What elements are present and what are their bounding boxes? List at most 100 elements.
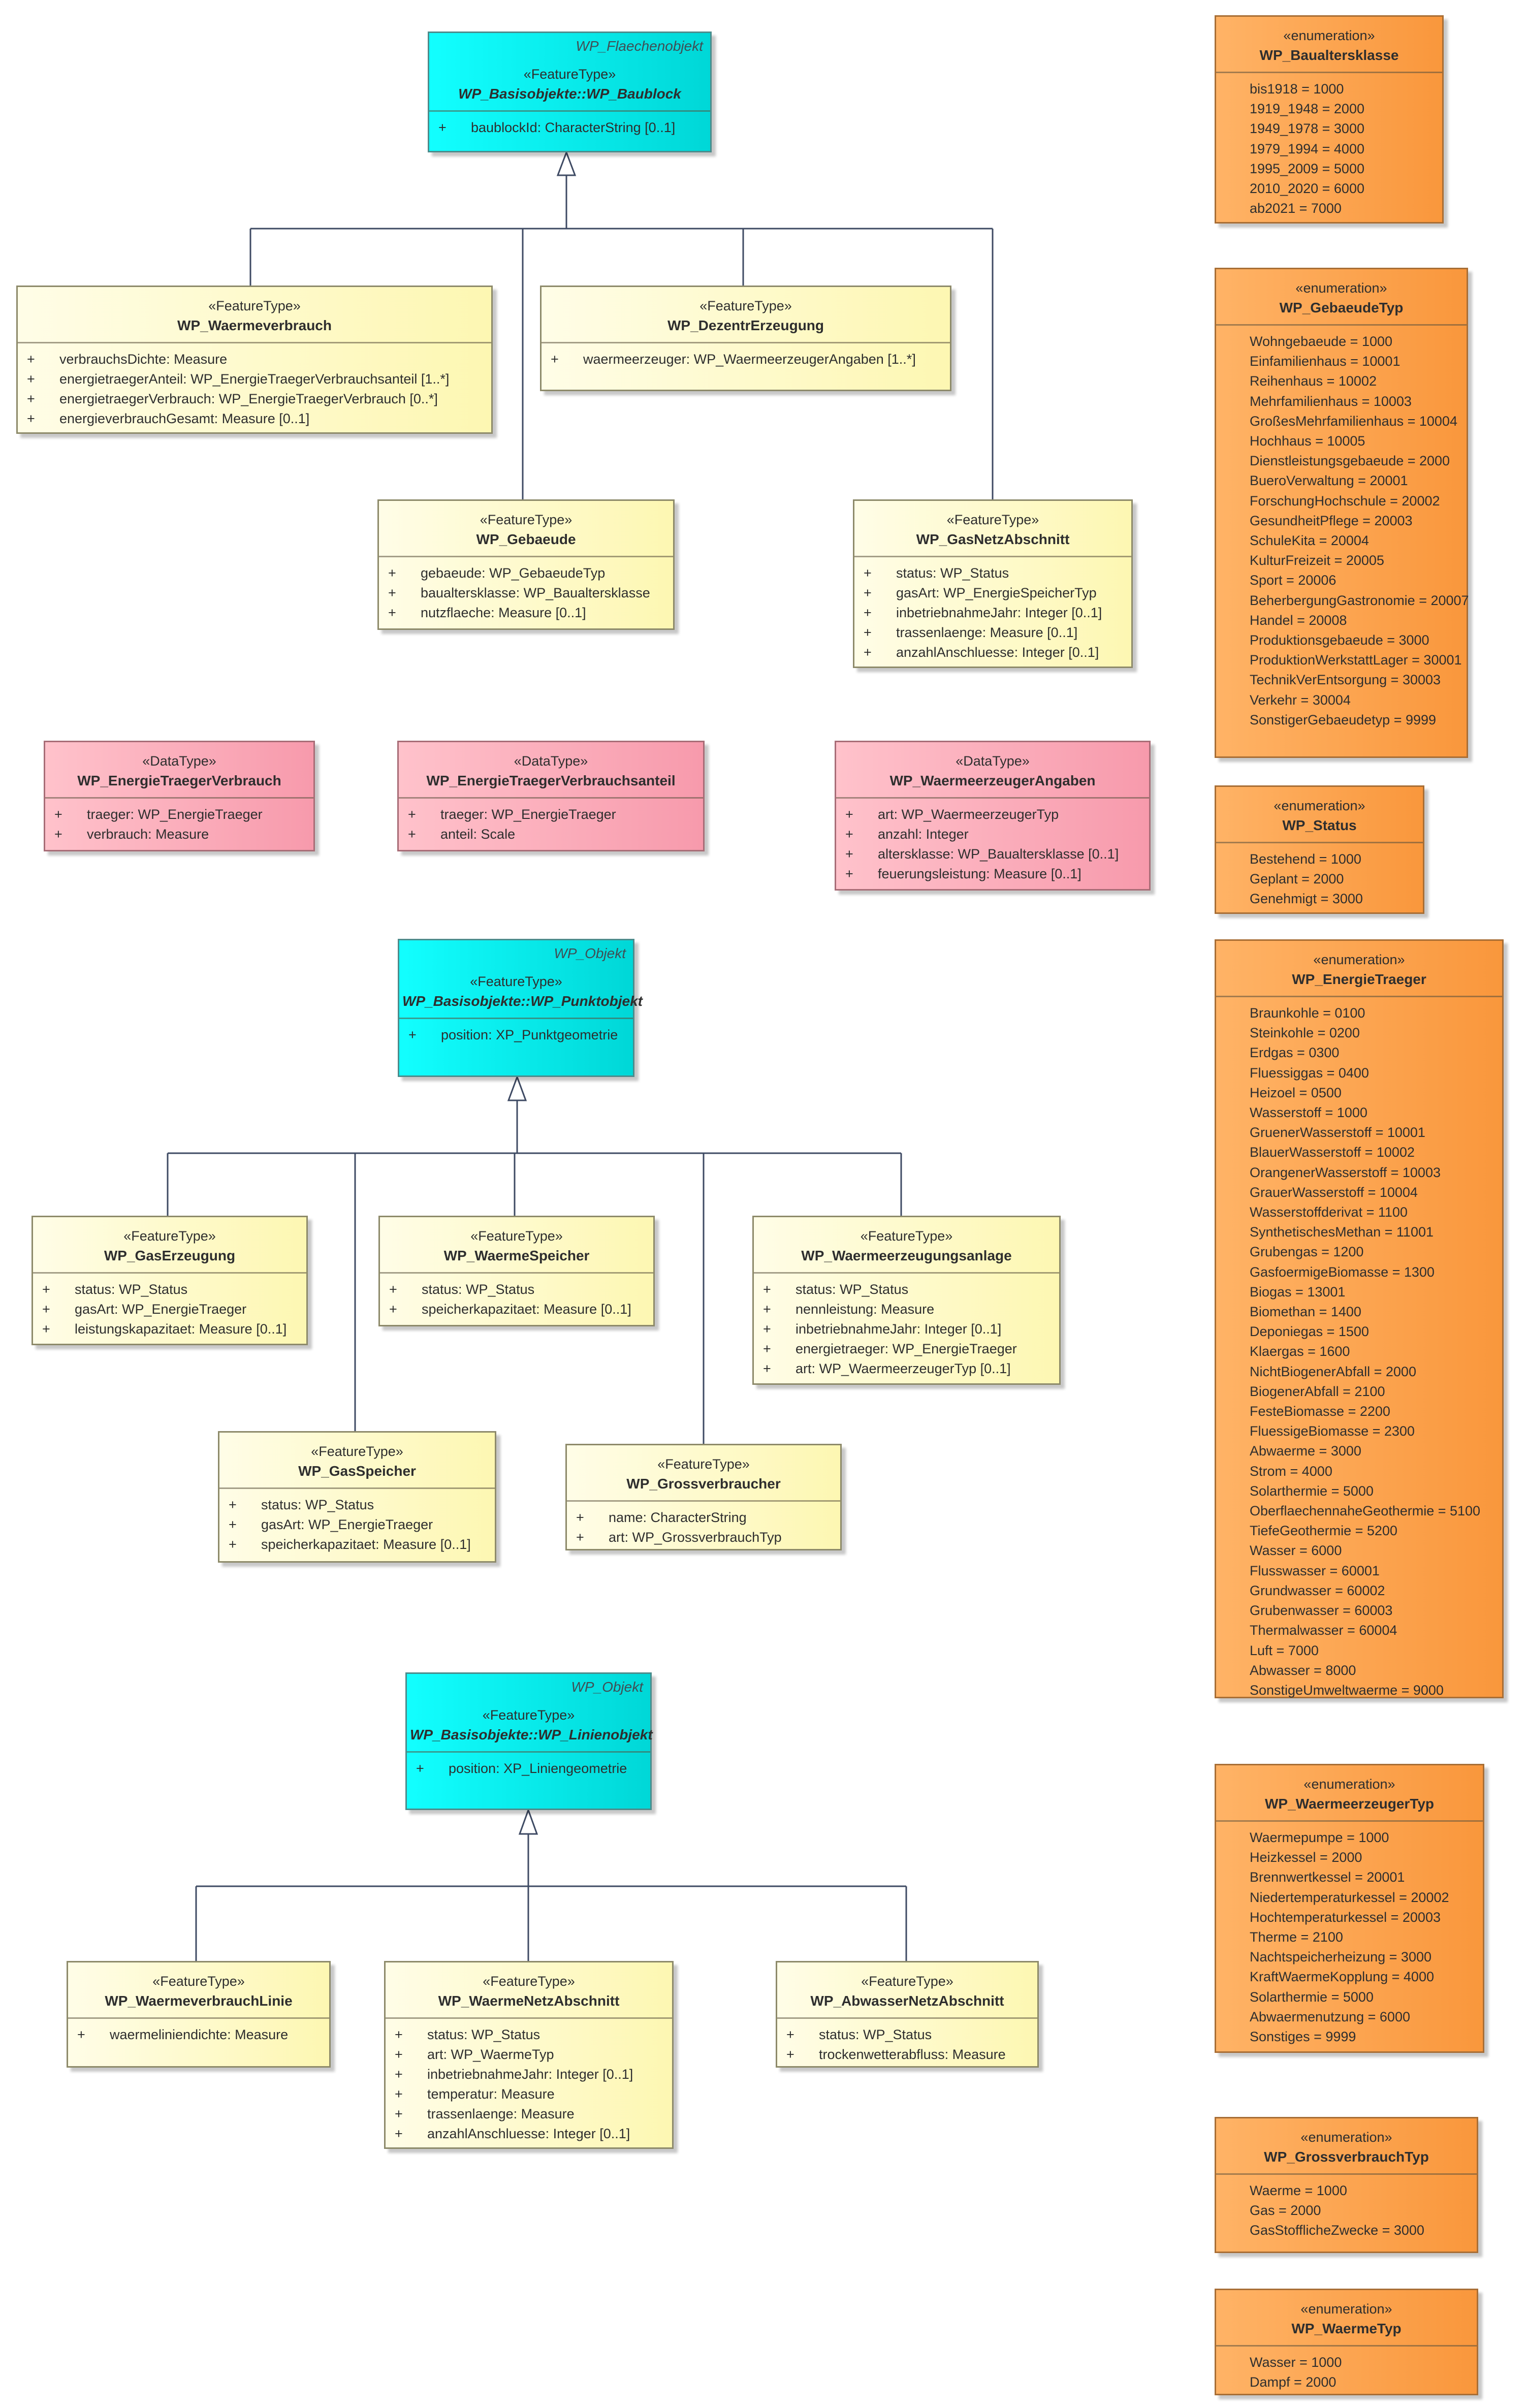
class-wp-waermenetzabschnitt[interactable]: «FeatureType» WP_WaermeNetzAbschnitt +st… — [384, 1961, 674, 2149]
class-name: WP_WaermeerzeugerAngaben — [889, 773, 1096, 788]
enum-literal: BlauerWasserstoff = 10002 — [1250, 1145, 1415, 1160]
enum-wp-baualtersklasse[interactable]: «enumeration» WP_Baualtersklasse bis1918… — [1215, 15, 1444, 224]
class-wp-baublock[interactable]: WP_Flaechenobjekt «FeatureType» WP_Basis… — [428, 31, 712, 152]
stereotype-label: «FeatureType» — [152, 1974, 245, 1989]
enum-literal: Luft = 7000 — [1250, 1642, 1319, 1658]
enum-literal: Braunkohle = 0100 — [1250, 1005, 1365, 1021]
enum-literal: Wasserstoffderivat = 1100 — [1250, 1205, 1408, 1220]
enum-literal: Abwaermenutzung = 6000 — [1250, 2009, 1410, 2024]
class-wp-punktobjekt[interactable]: WP_Objekt «FeatureType» WP_Basisobjekte:… — [398, 939, 643, 1077]
class-wp-abwassernetzabschnitt[interactable]: «FeatureType» WP_AbwasserNetzAbschnitt +… — [776, 1961, 1039, 2068]
class-wp-gasnetzabschnitt[interactable]: «FeatureType» WP_GasNetzAbschnitt +statu… — [853, 499, 1133, 668]
visibility-marker: + — [864, 625, 872, 640]
enum-wp-waermetyp[interactable]: «enumeration» WP_WaermeTyp Wasser = 1000… — [1215, 2289, 1478, 2395]
enum-literal: 1949_1978 = 3000 — [1250, 121, 1364, 137]
enum-literal: Abwasser = 8000 — [1250, 1662, 1356, 1678]
attribute-row: +temperatur: Measure — [393, 2084, 665, 2104]
enum-literal: GasStofflicheZwecke = 3000 — [1250, 2223, 1424, 2238]
visibility-marker: + — [763, 1361, 771, 1376]
class-wp-waermeerzeugungsanlage[interactable]: «FeatureType» WP_Waermeerzeugungsanlage … — [752, 1216, 1061, 1385]
attribute-list: +status: WP_Status+gasArt: WP_EnergieTra… — [33, 1274, 306, 1345]
attribute-row: +status: WP_Status — [40, 1280, 299, 1300]
enum-literal: Flusswasser = 60001 — [1250, 1563, 1380, 1578]
enum-literal: Gas = 2000 — [1250, 2203, 1321, 2219]
class-wp-grossverbraucher[interactable]: «FeatureType» WP_Grossverbraucher +name:… — [565, 1444, 842, 1550]
class-wp-gebaeude[interactable]: «FeatureType» WP_Gebaeude +gebaeude: WP_… — [377, 499, 675, 630]
class-wp-dezentrerzeugung[interactable]: «FeatureType» WP_DezentrErzeugung +waerm… — [540, 286, 951, 391]
enum-literal: 2010_2020 = 6000 — [1250, 181, 1364, 197]
enum-literal: NichtBiogenerAbfall = 2000 — [1250, 1364, 1416, 1379]
class-wp-waermespeicher[interactable]: «FeatureType» WP_WaermeSpeicher +status:… — [378, 1216, 655, 1326]
enum-literal: Verkehr = 30004 — [1250, 692, 1351, 708]
class-wp-gasspeicher[interactable]: «FeatureType» WP_GasSpeicher +status: WP… — [218, 1431, 496, 1563]
visibility-marker: + — [864, 585, 872, 600]
attribute-text: trassenlaenge: Measure — [427, 2106, 575, 2121]
attribute-text: art: WP_WaermeerzeugerTyp [0..1] — [796, 1361, 1011, 1376]
enum-literal: SonstigerGebaeudetyp = 9999 — [1250, 712, 1437, 727]
visibility-marker: + — [408, 1027, 417, 1042]
visibility-marker: + — [845, 807, 853, 822]
enum-literal: Biomethan = 1400 — [1250, 1304, 1361, 1320]
attribute-list: +status: WP_Status+art: WP_WaermeTyp+inb… — [386, 2019, 672, 2150]
enum-literal: Grubengas = 1200 — [1250, 1244, 1364, 1260]
enum-wp-energietraeger[interactable]: «enumeration» WP_EnergieTraeger Braunkoh… — [1215, 939, 1504, 1698]
attribute-list: +art: WP_WaermeerzeugerTyp+anzahl: Integ… — [836, 799, 1149, 890]
enum-literal: Erdgas = 0300 — [1250, 1045, 1340, 1061]
attribute-list: +status: WP_Status+gasArt: WP_EnergieTra… — [219, 1489, 495, 1561]
class-wp-waermeerzeugerangaben[interactable]: «DataType» WP_WaermeerzeugerAngaben +art… — [835, 741, 1151, 891]
class-header: «enumeration» WP_EnergieTraeger — [1216, 941, 1502, 997]
class-header: «FeatureType» WP_Waermeerzeugungsanlage — [754, 1217, 1059, 1274]
class-name: WP_Basisobjekte::WP_Baublock — [458, 86, 681, 102]
class-name: WP_AbwasserNetzAbschnitt — [810, 1993, 1004, 2009]
enum-literal: Biogas = 13001 — [1250, 1284, 1346, 1300]
attribute-row: +trockenwetterabfluss: Measure — [784, 2045, 1030, 2065]
attribute-text: energietraegerVerbrauch: WP_EnergieTraeg… — [59, 391, 438, 406]
attribute-row: +status: WP_Status — [784, 2025, 1030, 2045]
attribute-row: +anzahlAnschluesse: Integer [0..1] — [393, 2124, 665, 2144]
enum-literal: Bestehend = 1000 — [1250, 851, 1361, 867]
class-wp-energietraegerverbrauchsanteil[interactable]: «DataType» WP_EnergieTraegerVerbrauchsan… — [397, 741, 705, 851]
attribute-text: trockenwetterabfluss: Measure — [819, 2047, 1006, 2062]
stereotype-label: «enumeration» — [1274, 798, 1365, 813]
class-wp-waermeverbrauchlinie[interactable]: «FeatureType» WP_WaermeverbrauchLinie +w… — [67, 1961, 331, 2068]
stereotype-label: «DataType» — [142, 753, 216, 769]
attribute-text: feuerungsleistung: Measure [0..1] — [878, 866, 1081, 881]
class-header: «FeatureType» WP_WaermeverbrauchLinie — [68, 1962, 329, 2019]
enum-literal: 1919_1948 = 2000 — [1250, 101, 1364, 117]
enum-literal: SchuleKita = 20004 — [1250, 533, 1369, 549]
attribute-row: +traeger: WP_EnergieTraeger — [52, 805, 306, 825]
enum-wp-gebaeudetyp[interactable]: «enumeration» WP_GebaeudeTyp Wohngebaeud… — [1215, 268, 1469, 758]
class-header: «DataType» WP_EnergieTraegerVerbrauchsan… — [399, 742, 703, 799]
enum-literal: Deponiegas = 1500 — [1250, 1324, 1369, 1340]
stereotype-label: «DataType» — [956, 753, 1030, 769]
class-wp-linienobjekt[interactable]: WP_Objekt «FeatureType» WP_Basisobjekte:… — [405, 1672, 653, 1810]
stereotype-label: «FeatureType» — [946, 512, 1039, 527]
class-wp-waermeverbrauch[interactable]: «FeatureType» WP_Waermeverbrauch +verbra… — [16, 286, 493, 434]
enum-literal: Handel = 20008 — [1250, 612, 1347, 628]
class-header: «FeatureType» WP_AbwasserNetzAbschnitt — [777, 1962, 1037, 2019]
enum-literal: BueroVerwaltung = 20001 — [1250, 473, 1408, 489]
visibility-marker: + — [845, 827, 853, 842]
visibility-marker: + — [864, 565, 872, 581]
attribute-row: +energietraegerVerbrauch: WP_EnergieTrae… — [25, 389, 484, 409]
class-wp-energietraegerverbrauch[interactable]: «DataType» WP_EnergieTraegerVerbrauch +t… — [44, 741, 315, 851]
stereotype-label: «FeatureType» — [208, 298, 301, 313]
enum-wp-status[interactable]: «enumeration» WP_Status Bestehend = 1000… — [1215, 785, 1424, 914]
enum-wp-grossverbrauchtyp[interactable]: «enumeration» WP_GrossverbrauchTyp Waerm… — [1215, 2117, 1478, 2253]
class-header: «enumeration» WP_WaermeTyp — [1216, 2290, 1477, 2347]
attribute-text: energietraegerAnteil: WP_EnergieTraegerV… — [59, 371, 450, 387]
enum-literal: Abwaerme = 3000 — [1250, 1443, 1361, 1459]
attribute-text: gasArt: WP_EnergieSpeicherTyp — [896, 585, 1097, 600]
class-wp-gaserzeugung[interactable]: «FeatureType» WP_GasErzeugung +status: W… — [31, 1216, 308, 1345]
attribute-row: +status: WP_Status — [227, 1495, 488, 1515]
class-header: «FeatureType» WP_DezentrErzeugung — [542, 287, 950, 343]
enum-wp-waermeerzeugertyp[interactable]: «enumeration» WP_WaermeerzeugerTyp Waerm… — [1215, 1764, 1484, 2053]
attribute-text: status: WP_Status — [896, 565, 1009, 581]
class-header: «DataType» WP_EnergieTraegerVerbrauch — [45, 742, 313, 799]
enum-literal: BiogenerAbfall = 2100 — [1250, 1383, 1385, 1399]
stereotype-label: «FeatureType» — [483, 1974, 575, 1989]
attribute-list: +waermeliniendichte: Measure — [68, 2019, 329, 2051]
attribute-text: status: WP_Status — [75, 1282, 188, 1297]
visibility-marker: + — [438, 120, 447, 135]
attribute-row: +art: WP_WaermeerzeugerTyp — [843, 805, 1142, 825]
